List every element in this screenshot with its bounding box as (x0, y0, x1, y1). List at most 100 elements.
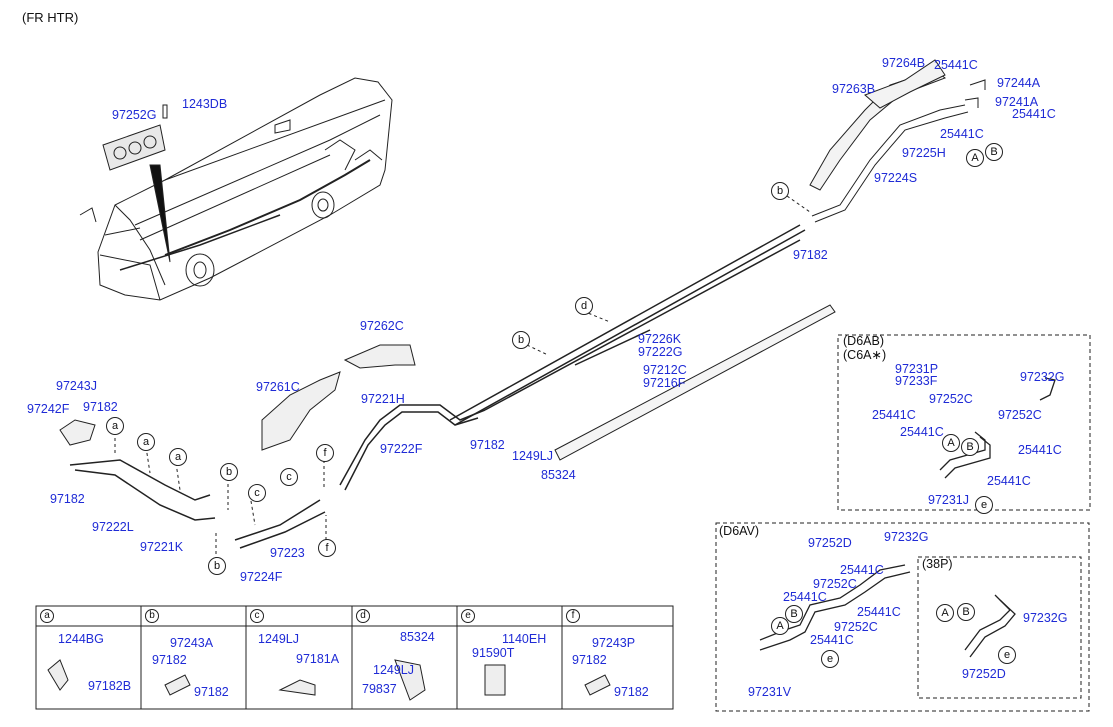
d6ab-label-25441C-2[interactable]: 25441C (900, 425, 944, 439)
legend-b-part-3[interactable]: 97182 (194, 685, 229, 699)
legend-e-part-2[interactable]: 91590T (472, 646, 515, 660)
38p-callout-B[interactable]: B (957, 603, 975, 621)
d6ab-label-97232G[interactable]: 97232G (1020, 370, 1065, 384)
callout-f-2[interactable]: f (318, 539, 336, 557)
d6av-title: (D6AV) (719, 524, 760, 538)
part-label-97182-mid[interactable]: 97182 (470, 438, 505, 452)
part-label-97243J[interactable]: 97243J (56, 379, 98, 393)
legend-letter-e: e (461, 609, 475, 623)
d6av-label-25441C-2[interactable]: 25441C (783, 590, 827, 604)
part-label-97221K[interactable]: 97221K (140, 540, 184, 554)
callout-b-top[interactable]: b (771, 182, 789, 200)
legend-f-part-1[interactable]: 97243P (592, 636, 636, 650)
d6av-label-25441C-3[interactable]: 25441C (857, 605, 901, 619)
legend-f-part-3[interactable]: 97182 (614, 685, 649, 699)
hoses-97222L-97221K (59, 419, 216, 521)
d6ab-title: (D6AB) (843, 334, 884, 348)
callout-c-1[interactable]: c (248, 484, 266, 502)
legend-d-part-1[interactable]: 85324 (400, 630, 435, 644)
part-label-97262C[interactable]: 97262C (360, 319, 404, 333)
38p-callout-A[interactable]: A (936, 604, 954, 622)
part-label-97252G[interactable]: 97252G (112, 108, 157, 122)
d6ab-label-25441C-1[interactable]: 25441C (872, 408, 916, 422)
38p-label-97232G[interactable]: 97232G (1023, 611, 1068, 625)
legend-b-part-1[interactable]: 97243A (170, 636, 214, 650)
part-label-97224F[interactable]: 97224F (240, 570, 283, 584)
part-label-97216F[interactable]: 97216F (643, 376, 686, 390)
callout-a-1[interactable]: a (106, 417, 124, 435)
part-label-97224S[interactable]: 97224S (874, 171, 918, 185)
d6av-label-25441C-1[interactable]: 25441C (840, 563, 884, 577)
part-label-97263B[interactable]: 97263B (832, 82, 876, 96)
d6av-label-97252C-2[interactable]: 97252C (834, 620, 878, 634)
part-label-1249LJ[interactable]: 1249LJ (512, 449, 554, 463)
d6av-callout-e[interactable]: e (821, 650, 839, 668)
d6ab-callout-e[interactable]: e (975, 496, 993, 514)
d6ab-label-25441C-4[interactable]: 25441C (987, 474, 1031, 488)
legend-table (35, 605, 674, 710)
legend-b-part-2[interactable]: 97182 (152, 653, 187, 667)
legend-c-part-1[interactable]: 1249LJ (258, 632, 300, 646)
part-label-97225H[interactable]: 97225H (902, 146, 946, 160)
part-label-97244A[interactable]: 97244A (997, 76, 1041, 90)
legend-f-part-2[interactable]: 97182 (572, 653, 607, 667)
part-label-1243DB[interactable]: 1243DB (182, 97, 228, 111)
d6av-label-25441C-4[interactable]: 25441C (810, 633, 854, 647)
38p-callout-e[interactable]: e (998, 646, 1016, 664)
part-label-97261C[interactable]: 97261C (256, 380, 300, 394)
part-label-97223[interactable]: 97223 (270, 546, 305, 560)
d6ab-label-25441C-3[interactable]: 25441C (1018, 443, 1062, 457)
callout-A-top[interactable]: A (966, 149, 984, 167)
d6ab-label-97231P[interactable]: 97231P (895, 362, 939, 376)
d6av-callout-A[interactable]: A (771, 617, 789, 635)
part-label-97222L[interactable]: 97222L (92, 520, 134, 534)
d6ab-label-97233F[interactable]: 97233F (895, 374, 938, 388)
callout-b-left[interactable]: b (220, 463, 238, 481)
part-label-25441C-c[interactable]: 25441C (940, 127, 984, 141)
d6av-label-97231V[interactable]: 97231V (748, 685, 792, 699)
d6av-label-97252D[interactable]: 97252D (808, 536, 852, 550)
part-label-97222G[interactable]: 97222G (638, 345, 683, 359)
part-label-97222F[interactable]: 97222F (380, 442, 423, 456)
part-label-97182-left2[interactable]: 97182 (50, 492, 85, 506)
legend-e-part-1[interactable]: 1140EH (502, 632, 547, 646)
part-label-97182-left[interactable]: 97182 (83, 400, 118, 414)
callout-c-2[interactable]: c (280, 468, 298, 486)
38p-label-97252D[interactable]: 97252D (962, 667, 1006, 681)
part-label-97221H[interactable]: 97221H (361, 392, 405, 406)
callout-d[interactable]: d (575, 297, 593, 315)
d6av-callout-B[interactable]: B (785, 605, 803, 623)
callout-f-1[interactable]: f (316, 444, 334, 462)
legend-letter-b: b (145, 609, 159, 623)
part-label-85324[interactable]: 85324 (541, 468, 576, 482)
d6av-label-97232G[interactable]: 97232G (884, 530, 929, 544)
d6ab-label-97252C-2[interactable]: 97252C (998, 408, 1042, 422)
part-label-97212C[interactable]: 97212C (643, 363, 687, 377)
d6ab-label-97252C-1[interactable]: 97252C (929, 392, 973, 406)
part-label-97242F[interactable]: 97242F (27, 402, 70, 416)
part-label-97241A[interactable]: 97241A (995, 95, 1039, 109)
d6ab-callout-A[interactable]: A (942, 434, 960, 452)
legend-d-part-3[interactable]: 79837 (362, 682, 397, 696)
callout-a-3[interactable]: a (169, 448, 187, 466)
legend-c-part-2[interactable]: 97181A (296, 652, 340, 666)
legend-letter-a: a (40, 609, 54, 623)
legend-a-part-1[interactable]: 1244BG (58, 632, 104, 646)
long-tubes (449, 224, 836, 461)
legend-letter-f: f (566, 609, 580, 623)
part-label-97226K[interactable]: 97226K (638, 332, 682, 346)
bus-illustration (79, 77, 393, 301)
callout-b-bottom[interactable]: b (208, 557, 226, 575)
part-label-97182-top[interactable]: 97182 (793, 248, 828, 262)
part-label-25441C[interactable]: 25441C (934, 58, 978, 72)
d6ab-label-97231J[interactable]: 97231J (928, 493, 970, 507)
part-label-25441C-b[interactable]: 25441C (1012, 107, 1056, 121)
legend-a-part-2[interactable]: 97182B (88, 679, 132, 693)
d6ab-callout-B[interactable]: B (961, 438, 979, 456)
d6av-label-97252C-1[interactable]: 97252C (813, 577, 857, 591)
legend-d-part-2[interactable]: 1249LJ (373, 663, 415, 677)
callout-a-2[interactable]: a (137, 433, 155, 451)
callout-b-mid[interactable]: b (512, 331, 530, 349)
part-label-97264B[interactable]: 97264B (882, 56, 926, 70)
callout-B-top[interactable]: B (985, 143, 1003, 161)
